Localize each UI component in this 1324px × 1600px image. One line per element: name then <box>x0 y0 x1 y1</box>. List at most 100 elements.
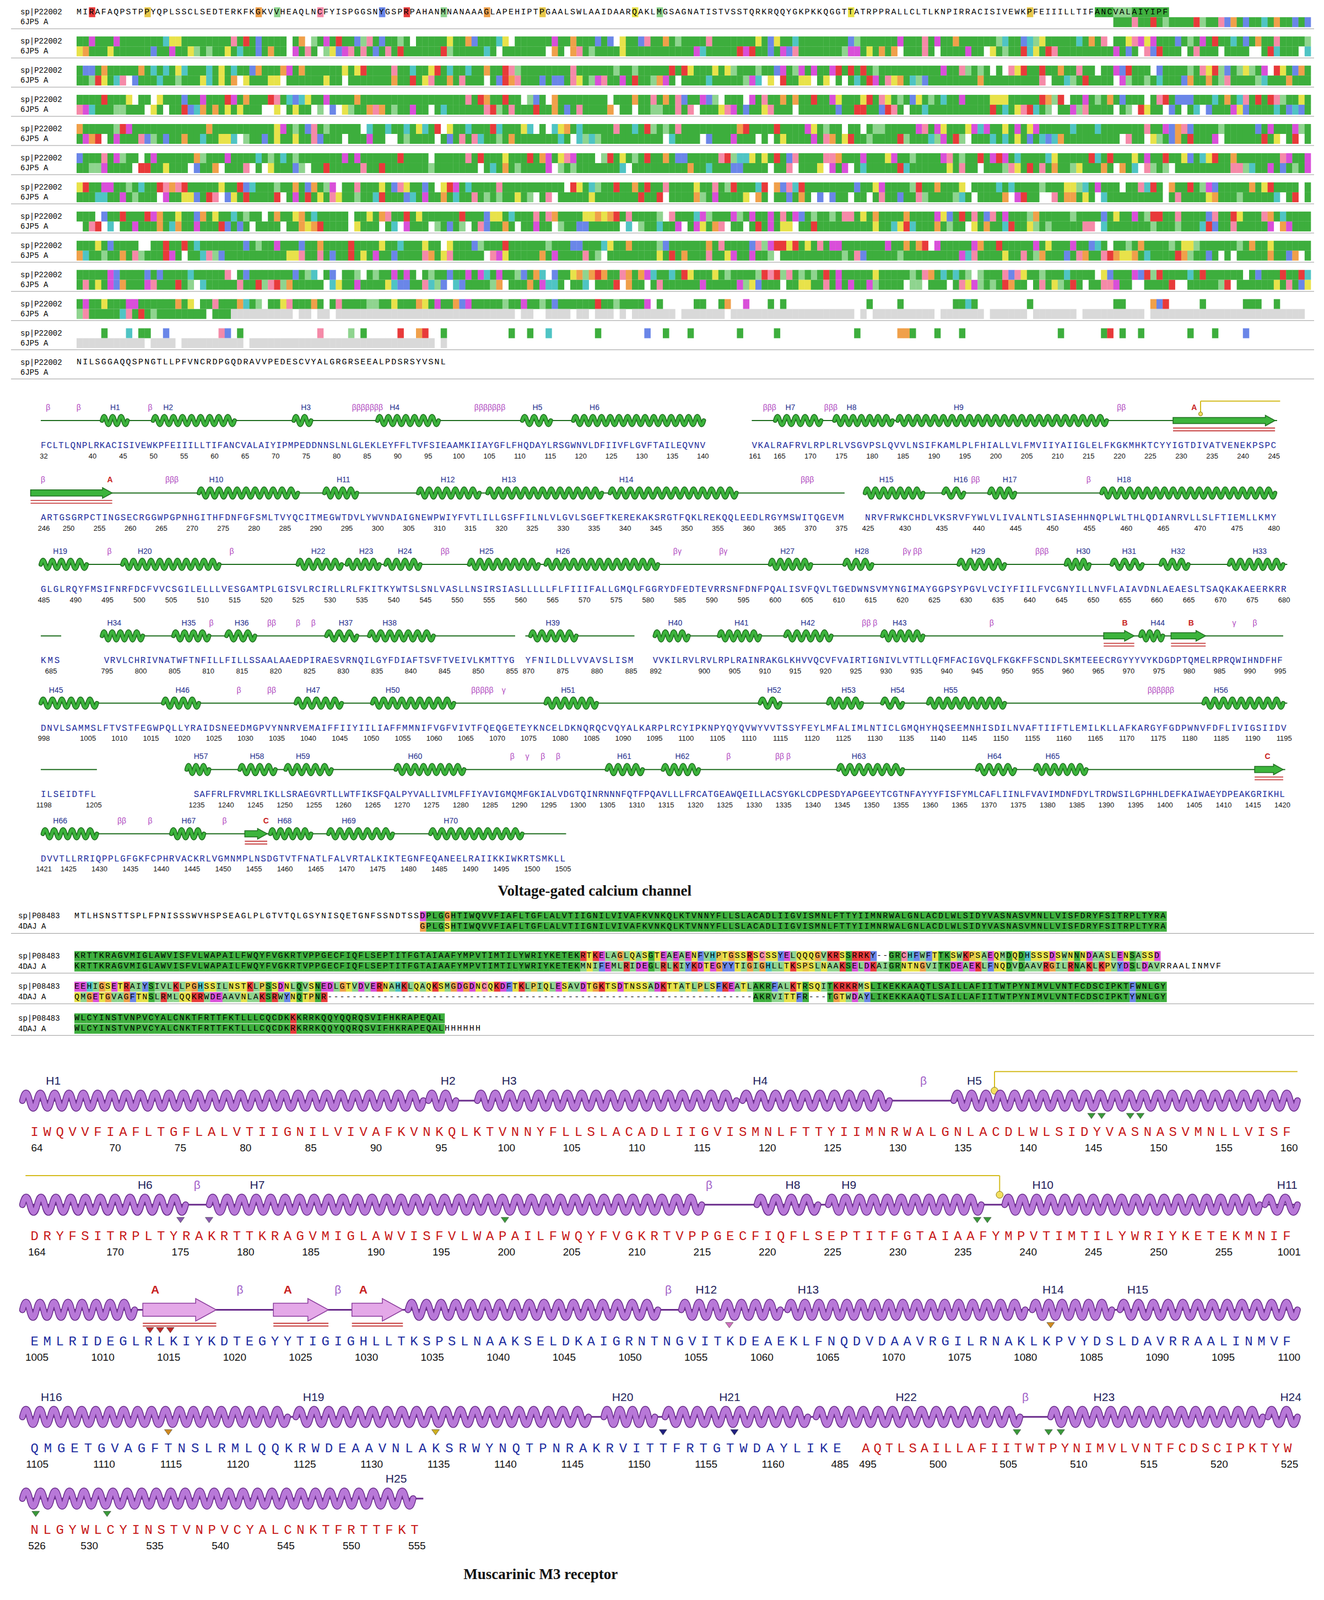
alignment-cell <box>403 163 411 174</box>
alignment-cell <box>218 65 226 76</box>
alignment-cell <box>1230 153 1237 164</box>
alignment-cell <box>95 182 102 193</box>
alignment-cell <box>1193 36 1201 47</box>
alignment-cell <box>977 46 985 57</box>
alignment-cell <box>656 163 664 174</box>
alignment-cell <box>502 36 510 47</box>
alignment-cell <box>749 65 756 76</box>
alignment-cell <box>422 94 429 105</box>
alignment-cell <box>255 65 263 76</box>
alignment-cell <box>804 163 812 174</box>
alignment-cell <box>113 94 121 105</box>
alignment-cell <box>1039 133 1046 144</box>
alignment-cell <box>1100 46 1108 57</box>
alignment-cell <box>558 65 565 76</box>
alignment-cell <box>286 153 294 164</box>
alignment-cell <box>952 94 960 105</box>
alignment-cell <box>730 104 738 115</box>
alignment-cell <box>890 163 898 174</box>
alignment-cell <box>440 46 448 57</box>
alignment-cell <box>446 75 454 86</box>
alignment-cell <box>415 65 423 76</box>
alignment-cell <box>483 36 491 47</box>
alignment-cell <box>644 94 651 105</box>
alignment-cell <box>1137 123 1145 134</box>
alignment-cell <box>934 75 942 86</box>
alignment-cell <box>601 65 608 76</box>
alignment-cell <box>82 75 90 86</box>
alignment-cell <box>1193 163 1201 174</box>
alignment-cell <box>619 133 627 144</box>
alignment-cell <box>224 65 232 76</box>
alignment-cell <box>1243 17 1250 27</box>
alignment-cell <box>1020 46 1028 57</box>
alignment-cell <box>1224 17 1231 27</box>
alignment-cell <box>126 123 133 134</box>
alignment-cell <box>1150 17 1158 27</box>
alignment-cell <box>545 133 553 144</box>
alignment-cell <box>101 75 108 86</box>
alignment-cell <box>1057 163 1065 174</box>
alignment-cell <box>897 104 905 115</box>
alignment-cell <box>1131 123 1139 134</box>
alignment-cell <box>169 123 176 134</box>
alignment-cell <box>607 75 614 86</box>
alignment-cell <box>564 153 571 164</box>
alignment-cell <box>755 153 763 164</box>
alignment-cell <box>940 133 948 144</box>
alignment-cell <box>169 94 176 105</box>
alignment-cell <box>712 104 720 115</box>
alignment-cell <box>1094 163 1102 174</box>
alignment-cell <box>804 65 812 76</box>
alignment-cell <box>934 153 942 164</box>
alignment-cell <box>280 46 287 57</box>
alignment-cell <box>946 153 954 164</box>
alignment-cell <box>582 163 589 174</box>
alignment-cell <box>712 94 720 105</box>
alignment-cell <box>88 36 96 47</box>
alignment-cell <box>230 65 238 76</box>
alignment-cell <box>187 75 195 86</box>
alignment-cell <box>1033 36 1040 47</box>
alignment-cell <box>631 46 639 57</box>
alignment-cell <box>1298 163 1306 174</box>
alignment-cell <box>625 104 633 115</box>
alignment-cell <box>1212 94 1219 105</box>
alignment-cell <box>1156 36 1164 47</box>
alignment-cell <box>613 163 620 174</box>
alignment-cell <box>668 46 676 57</box>
alignment-cell <box>1175 123 1182 134</box>
alignment-cell <box>175 163 182 174</box>
alignment-cell <box>1168 65 1176 76</box>
alignment-cell <box>1008 94 1015 105</box>
alignment-cell <box>940 104 948 115</box>
alignment-cell <box>699 104 707 115</box>
alignment-cell <box>373 163 380 174</box>
alignment-cell <box>699 46 707 57</box>
alignment-cell <box>311 94 318 105</box>
alignment-cell <box>317 65 324 76</box>
alignment-cell <box>304 182 312 193</box>
alignment-cell <box>273 104 281 115</box>
alignment-cell <box>1162 75 1170 86</box>
alignment-cell <box>242 182 250 193</box>
alignment-cell <box>101 123 108 134</box>
alignment-cell <box>687 104 695 115</box>
alignment-cell <box>952 75 960 86</box>
alignment-cell <box>909 133 917 144</box>
alignment-cell <box>236 65 244 76</box>
alignment-cell <box>804 133 812 144</box>
alignment-cell <box>113 36 121 47</box>
alignment-cell <box>212 75 219 86</box>
alignment-cell <box>1076 104 1083 115</box>
alignment-cell <box>88 182 96 193</box>
alignment-cell <box>940 153 948 164</box>
alignment-cell <box>1267 104 1275 115</box>
alignment-cell <box>915 163 923 174</box>
alignment-cell <box>428 94 435 105</box>
alignment-cell <box>107 46 115 57</box>
alignment-cell <box>897 163 905 174</box>
alignment-cell <box>119 65 127 76</box>
alignment-cell <box>860 153 867 164</box>
alignment-cell <box>1088 133 1096 144</box>
